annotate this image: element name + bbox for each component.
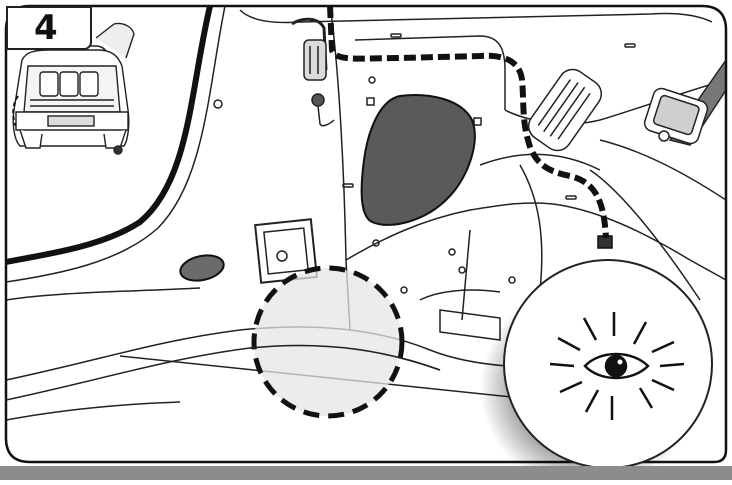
harness-routing-path [327,6,609,239]
side-handle [527,68,603,152]
eye-icon [549,312,685,420]
bottom-bar [0,466,732,480]
cargo-area-drawing [6,6,726,421]
oval-grommet [179,254,225,282]
wiring-harness-icon [291,17,335,127]
seat-belt-anchor [643,57,726,146]
body-pillar-edge [6,6,213,265]
step-number-badge: 4 [6,6,92,50]
highlight-area [251,265,405,419]
vehicle-rear-thumbnail-icon [8,22,135,155]
quarter-panel-opening [360,94,476,226]
